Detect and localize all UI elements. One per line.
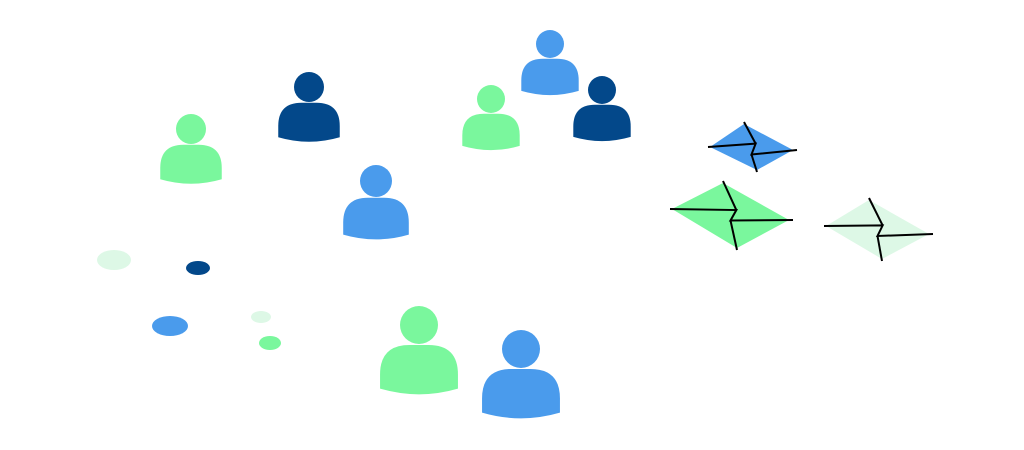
person-body [343,197,409,240]
envelope-fold-line [729,220,738,251]
person-head [477,85,505,113]
envelope-body [710,124,793,170]
person-icon [343,165,409,240]
envelope-icon [669,180,794,251]
person-body [573,104,631,142]
dot-shape [186,261,210,275]
person-icon [462,85,520,151]
dot-shape [152,316,188,336]
person-icon [482,330,560,419]
envelope-fold-line [876,235,883,262]
person-body [482,368,560,419]
envelope-fold-line [868,197,884,226]
envelope-icon [707,121,798,173]
person-head [360,165,392,197]
envelope-icon [823,197,934,262]
envelope-body [826,200,929,259]
envelope-fold-line [823,224,934,238]
person-body [160,144,222,184]
person-head [588,76,616,104]
dot-shape [259,336,281,350]
person-icon [521,30,579,96]
person-body [278,102,340,142]
envelope-fold-line [743,121,757,145]
person-head [400,306,438,344]
person-head [502,330,540,368]
envelope-fold-line [750,154,758,173]
person-icon [380,306,458,395]
dot-shape [251,311,271,323]
person-body [521,58,579,96]
envelope-body [672,183,789,248]
person-head [176,114,206,144]
person-icon [160,114,222,184]
person-icon [573,76,631,142]
envelope-fold-line [707,142,798,156]
person-head [536,30,564,58]
dot-shape [97,250,131,270]
envelope-fold-line [669,208,794,222]
person-icon [278,72,340,142]
person-body [462,113,520,151]
envelope-fold-line [722,180,738,211]
person-body [380,344,458,395]
person-head [294,72,324,102]
